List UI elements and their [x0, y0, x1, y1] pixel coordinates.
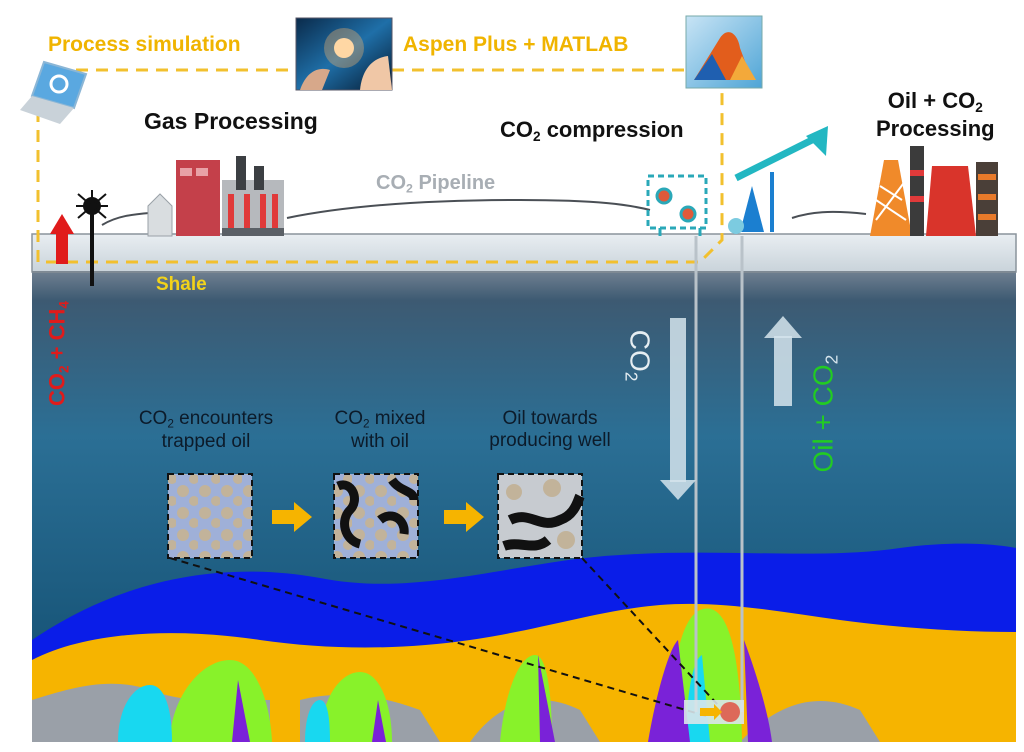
- step2-line1: CO2 mixed: [300, 408, 460, 431]
- oil-co2-up-arrow: [764, 316, 802, 406]
- zoom-lines: [169, 557, 719, 717]
- purple-sliver-1: [232, 680, 250, 742]
- step1-pre: CO: [138, 408, 168, 429]
- matlab-logo-icon: [685, 15, 763, 89]
- co2-pipeline-post: Pipeline: [412, 172, 496, 194]
- pumpjack-icon: [728, 126, 828, 234]
- label-process-simulation: Process simulation: [48, 33, 241, 57]
- label-co2-down: CO2: [620, 326, 655, 386]
- process-simulation-text: Process simulation: [48, 33, 241, 56]
- caption-step-2: CO2 mixed with oil: [300, 408, 460, 453]
- label-gas-processing: Gas Processing: [144, 108, 318, 134]
- step1-sub: 2: [167, 417, 174, 431]
- step-arrow-2: [444, 502, 484, 532]
- co2-down-sub: 2: [621, 371, 642, 382]
- co2-compression-pre: CO: [500, 117, 533, 142]
- step2-sub: 2: [362, 417, 370, 431]
- oil-co2-line1-sub: 2: [975, 100, 983, 116]
- red-up-arrow: [50, 214, 74, 264]
- step-arrow-1: [272, 502, 312, 532]
- co2-pipeline: [286, 198, 651, 219]
- compressor-icon: [646, 174, 708, 236]
- co2-compression-post: compression: [540, 117, 684, 142]
- label-co2-pipeline: CO2 Pipeline: [376, 172, 495, 196]
- pore-box-2: [333, 473, 419, 559]
- label-oil-co2-up: Oil + CO2: [807, 339, 842, 489]
- ground-surface: [31, 233, 1017, 273]
- simulation-dashed-loop: [36, 68, 724, 264]
- laptop-icon: [20, 60, 88, 124]
- co2-down-arrow: [660, 318, 696, 500]
- label-shale: Shale: [156, 274, 207, 296]
- co2-pipeline-sub: 2: [406, 181, 413, 196]
- co2-down-pre: CO: [624, 329, 656, 372]
- co2-ch4-a-sub: 2: [56, 365, 72, 374]
- step3-line2: producing well: [489, 429, 611, 451]
- co2-ch4-a: CO: [44, 373, 70, 407]
- step1-post: encounters: [173, 408, 274, 429]
- lime-dome-1: [170, 660, 272, 742]
- pore-box-1: [167, 473, 253, 559]
- oil-co2-line2: Processing: [876, 115, 995, 141]
- label-co2-compression: CO2 compression: [500, 117, 684, 145]
- cyan-pocket-1: [118, 685, 172, 742]
- co2-compression-sub: 2: [533, 129, 541, 145]
- caption-step-3: Oil towards producing well: [460, 408, 640, 452]
- step2-line2: with oil: [350, 431, 410, 453]
- step2-pre: CO: [334, 408, 363, 429]
- step3-line1: Oil towards: [502, 408, 598, 429]
- label-oil-co2-processing: Oil + CO2 Processing: [876, 88, 995, 141]
- co2-ch4-b-sub: 4: [56, 301, 72, 309]
- step1-line1: CO2 encounters: [106, 408, 306, 431]
- oil-co2-up-sub: 2: [821, 354, 842, 365]
- well-bores: [694, 236, 744, 712]
- pore-box-3: [497, 473, 585, 559]
- well-bottom-marker: [684, 700, 744, 724]
- co2-pipeline-pre: CO: [376, 172, 406, 194]
- shale-text: Shale: [156, 274, 207, 295]
- gas-plant-icon: [147, 156, 284, 237]
- refinery-icon: [870, 146, 998, 236]
- caption-step-1: CO2 encounters trapped oil: [106, 408, 306, 453]
- oil-co2-up-pre: Oil + CO: [807, 364, 839, 473]
- label-co2-ch4-vertical: CO2 + CH4: [44, 284, 71, 424]
- gas-processing-text: Gas Processing: [144, 108, 318, 134]
- cyan-pocket-2: [305, 700, 330, 742]
- step2-post: mixed: [369, 408, 426, 429]
- aspen-matlab-text: Aspen Plus + MATLAB: [403, 33, 629, 56]
- lime-dome-2: [320, 672, 392, 742]
- oil-co2-line1: Oil + CO2: [876, 88, 995, 116]
- wellhead-icon: [76, 190, 108, 286]
- oil-co2-line1-pre: Oil + CO: [887, 88, 976, 113]
- label-aspen-matlab: Aspen Plus + MATLAB: [403, 33, 628, 57]
- co2-ch4-b: + CH: [44, 308, 70, 366]
- step1-line2: trapped oil: [161, 431, 251, 453]
- simulation-image-icon: [295, 17, 393, 91]
